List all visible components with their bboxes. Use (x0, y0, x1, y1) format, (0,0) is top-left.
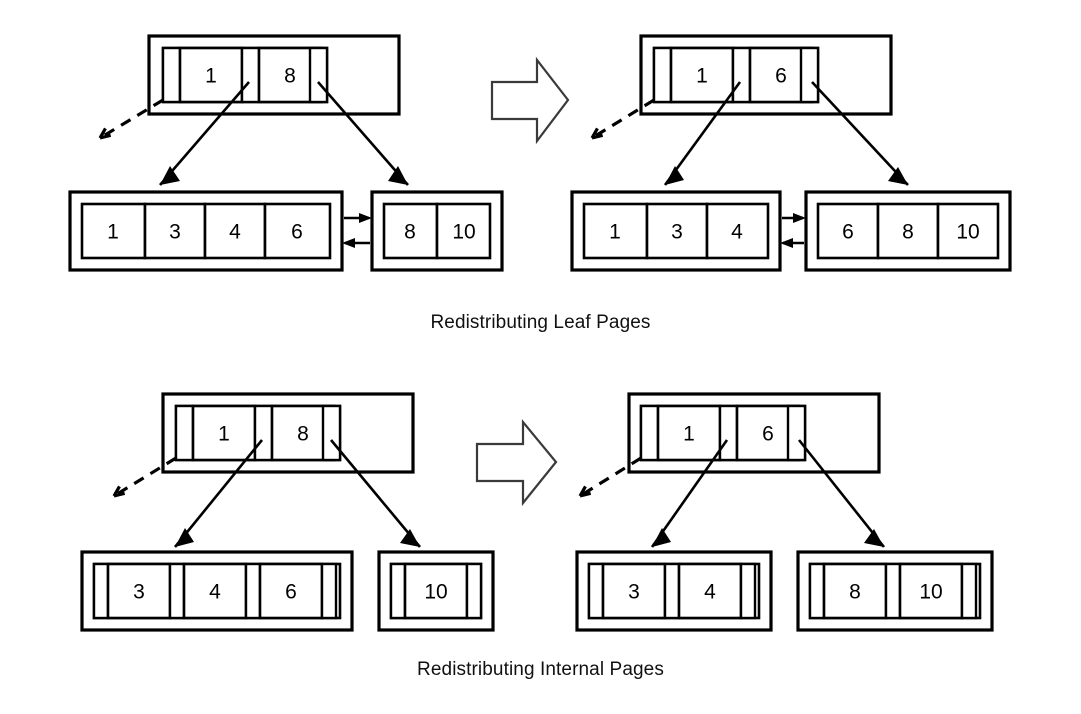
key-label: 1 (683, 423, 695, 446)
panel2-before-edge-left (173, 439, 264, 548)
key-label: 1 (107, 221, 119, 244)
key-label: 4 (209, 581, 221, 604)
key-label: 10 (919, 581, 942, 604)
panel1-after-left-leaf: 1 3 4 (570, 190, 782, 272)
key-label: 8 (849, 581, 861, 604)
panel2-after-parent-pointer (578, 456, 642, 498)
key-label: 1 (609, 221, 621, 244)
panel2-caption: Redistributing Internal Pages (417, 659, 664, 680)
key-label: 8 (284, 65, 296, 88)
panel1-after-right-leaf: 6 8 10 (804, 190, 1012, 272)
key-label: 6 (842, 221, 854, 244)
panel1-after-root: 1 6 (639, 34, 893, 116)
panel2-before-root: 1 8 (161, 392, 415, 474)
key-label: 4 (731, 221, 743, 244)
panel1-before-right-leaf: 8 10 (370, 190, 504, 272)
key-label: 6 (775, 65, 787, 88)
key-label: 1 (218, 423, 230, 446)
key-label: 4 (229, 221, 241, 244)
panel1-after-edge-left (663, 81, 742, 186)
key-label: 10 (956, 221, 979, 244)
key-label: 3 (671, 221, 683, 244)
panel1-before-root: 1 8 (147, 34, 401, 116)
panel2-before-right-child: 10 (377, 550, 495, 632)
panel1-before-left-leaf: 1 3 4 6 (68, 190, 344, 272)
panel2-before-edge-right (330, 439, 421, 548)
panel2-after-right-child: 8 10 (796, 550, 994, 632)
panel1-transition-arrow (490, 56, 570, 145)
panel2-before-parent-pointer (112, 456, 177, 498)
key-label: 8 (902, 221, 914, 244)
key-label: 3 (133, 581, 145, 604)
panel2-after-edge-left (650, 439, 729, 548)
panel2-after-left-child: 3 4 (575, 550, 773, 632)
panel2-after-edge-right (797, 439, 886, 548)
key-label: 10 (424, 581, 447, 604)
panel1-before-edge-right (317, 81, 409, 186)
panel2-before-left-child: 3 4 6 (80, 550, 354, 632)
panel1-after-sibling-links (780, 213, 806, 248)
panel1-before-edge-left (159, 81, 250, 186)
panel2-after-root: 1 6 (627, 392, 881, 474)
key-label: 6 (762, 423, 774, 446)
key-label: 6 (285, 581, 297, 604)
panel1-after-edge-right (811, 81, 909, 186)
key-label: 6 (291, 221, 303, 244)
panel1-before-sibling-links (342, 213, 372, 248)
key-label: 3 (628, 581, 640, 604)
key-label: 10 (452, 221, 475, 244)
key-label: 1 (696, 65, 708, 88)
panel2-transition-arrow (475, 418, 558, 507)
key-label: 3 (169, 221, 181, 244)
key-label: 1 (205, 65, 217, 88)
key-label: 4 (704, 581, 716, 604)
panel1-caption: Redistributing Leaf Pages (430, 312, 651, 333)
key-label: 8 (297, 423, 309, 446)
key-label: 8 (404, 221, 416, 244)
panel1-before-parent-pointer (98, 98, 164, 140)
panel1-after-parent-pointer (590, 98, 655, 140)
